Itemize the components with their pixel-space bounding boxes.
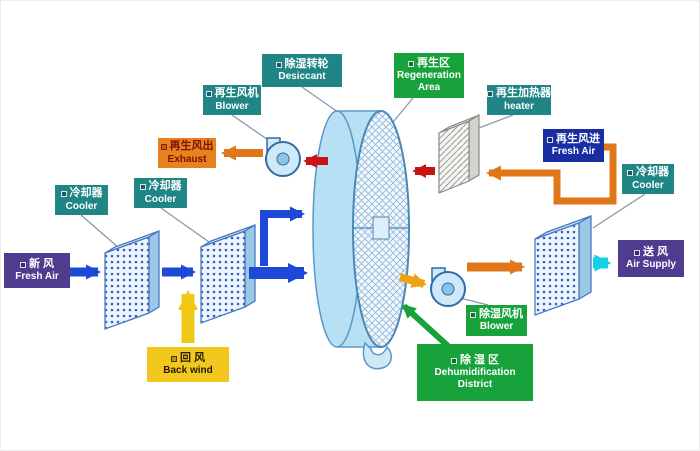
arrow-wheel-to-dehum-blower — [398, 273, 427, 288]
label-back-wind-en: Back wind — [163, 365, 213, 377]
dehum-blower-fan — [430, 267, 466, 307]
leader-lines — [80, 86, 646, 306]
label-cooler-right: 冷却器 Cooler — [622, 164, 674, 194]
label-regen-fresh-air-en: Fresh Air — [551, 146, 596, 158]
label-dehum-district-en: Dehumidification District — [434, 367, 516, 391]
label-regen-heater-zh: 再生加热器 — [487, 87, 551, 100]
label-regen-fresh-air-zh-text: 再生风进 — [556, 132, 600, 145]
label-dehum-blower-zh-text: 除湿风机 — [479, 307, 523, 320]
label-fresh-air: 新 风 Fresh Air — [4, 253, 70, 288]
label-desiccant-wheel: 除湿转轮 Desiccant — [262, 54, 342, 87]
bullet-icon — [547, 136, 553, 143]
label-cooler-right-zh-text: 冷却器 — [636, 166, 669, 179]
label-regen-exhaust-en: Exhaust — [167, 153, 207, 165]
bullet-icon — [633, 249, 640, 256]
bullet-icon — [275, 61, 282, 68]
bullet-icon — [205, 91, 212, 97]
arrow-into-wheel-upper — [260, 206, 305, 266]
label-regen-heater: 再生加热器 heater — [487, 85, 551, 115]
label-regen-fresh-air-zh: 再生风进 — [547, 133, 600, 146]
label-cooler-left-1-zh-text: 冷却器 — [69, 187, 103, 200]
label-regen-heater-en: heater — [503, 100, 534, 112]
label-regen-fresh-air: 再生风进 Fresh Air — [543, 129, 604, 162]
regen-blower-fan — [265, 137, 301, 177]
label-desiccant-wheel-zh-text: 除湿转轮 — [284, 57, 329, 70]
label-cooler-right-en: Cooler — [632, 179, 664, 191]
label-back-wind-zh-text: 回 风 — [179, 351, 206, 364]
arrow-regen-fresh-path — [486, 143, 617, 205]
label-regen-blower-zh: 再生风机 — [205, 87, 259, 100]
label-cooler-left-2-en: Cooler — [144, 193, 177, 205]
label-air-supply-zh-text: 送 风 — [642, 245, 669, 258]
arrow-district-pointer — [401, 303, 451, 349]
desiccant-wheel — [312, 110, 410, 348]
label-regen-heater-zh-text: 再生加热器 — [496, 87, 551, 100]
label-cooler-left-1: 冷却器 Cooler — [55, 185, 108, 215]
label-dehum-district-zh-text: 除 湿 区 — [459, 353, 500, 366]
label-desiccant-wheel-zh: 除湿转轮 — [275, 57, 329, 71]
label-cooler-left-2-zh: 冷却器 — [139, 180, 182, 193]
label-regen-exhaust: 再生风出 Exhaust — [158, 138, 216, 168]
bullet-icon — [160, 144, 167, 150]
label-fresh-air-zh: 新 风 — [19, 257, 55, 271]
bullet-icon — [450, 357, 457, 364]
bullet-icon — [170, 355, 177, 362]
label-cooler-left-1-zh: 冷却器 — [60, 187, 103, 200]
label-dehum-blower: 除湿风机 Blower — [466, 305, 527, 336]
label-air-supply-zh: 送 风 — [633, 245, 669, 259]
label-dehum-blower-zh: 除湿风机 — [470, 308, 523, 321]
label-regen-exhaust-zh-text: 再生风出 — [169, 140, 214, 153]
cooler-panel-left-2 — [200, 223, 256, 324]
label-regeneration-area-zh-text: 再生区 — [417, 56, 450, 69]
wheel-hub — [372, 216, 390, 240]
bullet-icon — [19, 261, 26, 268]
bullet-icon — [60, 191, 67, 197]
label-desiccant-wheel-en: Desiccant — [278, 71, 326, 83]
cooler-panel-right — [534, 214, 592, 316]
bullet-icon — [139, 184, 146, 190]
label-regeneration-area-zh: 再生区 — [408, 57, 450, 70]
label-regeneration-area: 再生区 Regeneration Area — [394, 53, 464, 98]
bullet-icon — [487, 91, 493, 97]
label-back-wind: 回 风 Back wind — [147, 347, 229, 382]
bullet-icon — [627, 170, 633, 176]
label-air-supply: 送 风 Air Supply — [618, 240, 684, 277]
label-regen-blower-en: Blower — [215, 100, 249, 112]
purge-curl — [362, 341, 392, 370]
label-dehum-district: 除 湿 区 Dehumidification District — [417, 344, 533, 401]
label-cooler-left-2-zh-text: 冷却器 — [148, 180, 182, 193]
bullet-icon — [470, 311, 476, 318]
label-cooler-left-2: 冷却器 Cooler — [134, 178, 187, 208]
heater-panel — [438, 113, 480, 194]
label-cooler-right-zh: 冷却器 — [627, 166, 669, 179]
label-regen-exhaust-zh: 再生风出 — [160, 140, 214, 153]
label-regeneration-area-en: Regeneration Area — [397, 70, 461, 94]
label-regen-blower-zh-text: 再生风机 — [214, 87, 259, 100]
cooler-panel-left-1 — [104, 229, 160, 330]
label-dehum-blower-en: Blower — [479, 321, 514, 333]
label-dehum-district-zh: 除 湿 区 — [450, 353, 500, 367]
bullet-icon — [408, 60, 414, 67]
label-cooler-left-1-en: Cooler — [65, 200, 98, 212]
label-back-wind-zh: 回 风 — [170, 351, 206, 365]
label-air-supply-en: Air Supply — [625, 259, 676, 271]
label-fresh-air-zh-text: 新 风 — [28, 257, 55, 270]
label-regen-blower: 再生风机 Blower — [203, 85, 261, 115]
label-fresh-air-en: Fresh Air — [15, 271, 59, 283]
